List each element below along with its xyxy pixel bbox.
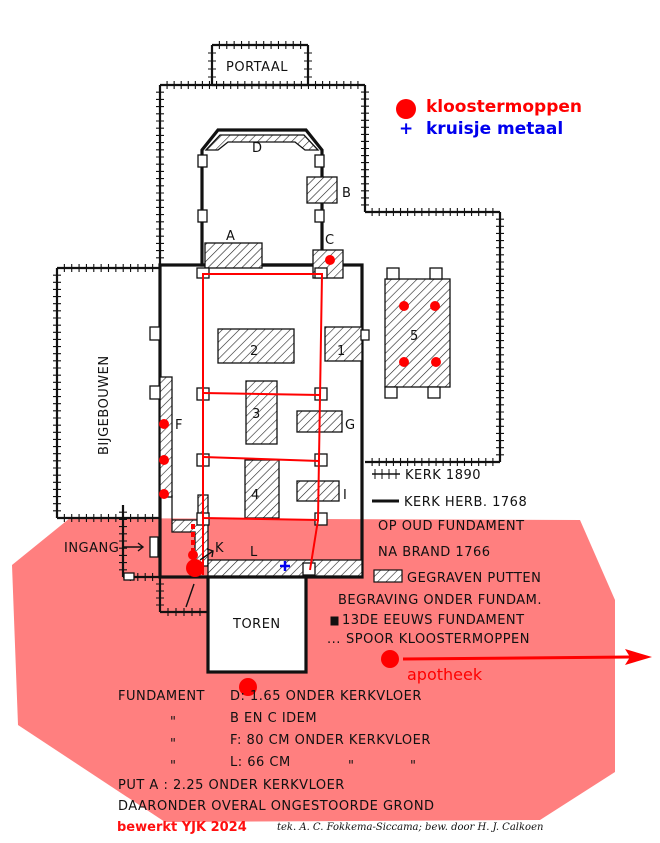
note-ditto-4: " (170, 759, 176, 774)
arrows (123, 542, 214, 608)
label-g: G (345, 418, 356, 433)
note-ditto-2: " (170, 715, 176, 730)
label-pit-3: 3 (252, 407, 261, 422)
apotheek-arrow (402, 649, 652, 665)
legend-symbols (330, 469, 403, 626)
pink-overlay-area (12, 518, 615, 822)
pit-4 (244, 459, 280, 519)
legend-fundament-13: 13DE EEUWS FUNDAMENT (342, 613, 525, 628)
pit-1 (324, 326, 363, 362)
legend-na-brand: NA BRAND 1766 (378, 545, 491, 560)
legend-kloostermoppen-dot (396, 99, 416, 119)
label-ingang: INGANG (64, 541, 119, 556)
label-c: C (325, 233, 335, 248)
label-toren: TOREN (232, 617, 281, 632)
note-ditto-6: " (410, 759, 416, 774)
note-line-5: PUT A : 2.25 ONDER KERKVLOER (118, 778, 345, 793)
note-line-3: F: 80 CM ONDER KERKVLOER (230, 733, 431, 748)
pit-f (159, 376, 173, 498)
label-l: L (250, 545, 258, 560)
note-line-2: B EN C IDEM (230, 711, 317, 726)
credit-original: tek. A. C. Fokkema-Siccama; bew. door H.… (277, 822, 544, 833)
legend-putten: GEGRAVEN PUTTEN (407, 571, 541, 586)
pit-d (204, 134, 320, 151)
label-f: F (175, 418, 183, 433)
note-line-6: DAARONDER OVERAL ONGESTOORDE GROND (118, 799, 435, 814)
note-line-1: D: 1.65 ONDER KERKVLOER (230, 689, 422, 704)
note-line-4: L: 66 CM (230, 755, 291, 770)
label-pit-1: 1 (337, 344, 346, 359)
legend-kruisje-metaal: kruisje metaal (426, 119, 564, 139)
kerk-1890-ticks (53, 41, 504, 616)
toren-outline (206, 575, 308, 674)
kerk-herb-1768-walls (158, 128, 364, 674)
legend-kloostermoppen: kloostermoppen (426, 97, 583, 117)
legend-spoor-dots: ... (327, 632, 341, 647)
label-apotheek: apotheek (407, 665, 483, 684)
spoor-dots (191, 524, 195, 553)
pit-5 (384, 278, 451, 388)
label-b: B (342, 186, 351, 201)
legend-begraving: BEGRAVING ONDER FUNDAM. (338, 593, 542, 608)
label-pit-2: 2 (250, 344, 259, 359)
pit-a (204, 242, 263, 269)
label-pit-4: 4 (251, 488, 260, 503)
kloostermoppen-markers (159, 99, 441, 696)
label-k: K (215, 541, 224, 556)
label-a: A (226, 229, 235, 244)
pit-b (306, 176, 338, 204)
label-d: D (252, 141, 263, 156)
kruisje-metaal-marker (280, 561, 290, 571)
legend-oud-fundament: OP OUD FUNDAMENT (378, 519, 525, 534)
legend-kruisje-icon: + (399, 119, 414, 139)
legend-kerk-herb: KERK HERB. 1768 (404, 495, 527, 510)
label-bijgebouwen: BIJGEBOUWEN (97, 355, 112, 455)
label-pit-5: 5 (410, 329, 419, 344)
label-i: I (343, 488, 347, 503)
credit-edited: bewerkt YJK 2024 (117, 820, 247, 835)
legend-spoor: SPOOR KLOOSTERMOPPEN (346, 632, 530, 647)
legend-kerk-1890: KERK 1890 (405, 468, 481, 483)
pit-2 (217, 328, 295, 364)
note-fundament-label: FUNDAMENT (118, 689, 205, 704)
pit-3 (245, 380, 278, 445)
label-portaal: PORTAAL (226, 60, 288, 75)
note-ditto-3: " (170, 737, 176, 752)
note-ditto-5: " (348, 759, 354, 774)
